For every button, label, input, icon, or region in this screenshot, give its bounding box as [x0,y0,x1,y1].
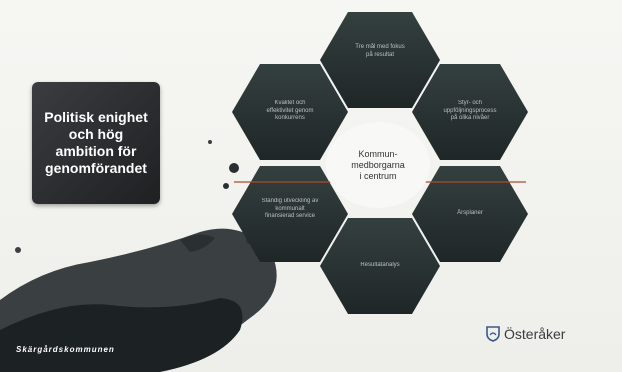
hexagon-upper-left [232,64,348,160]
title-banner-text: Politisk enighet och hög ambition för ge… [44,109,148,176]
logo-text: Österåker [504,326,566,342]
hexagon-label-upper-right: Styr- och uppföljningsprocess på olika n… [443,100,497,121]
hexagon-lower-right [412,166,528,262]
hexagon-lower-left [232,166,348,262]
shield-icon [486,326,500,342]
hexagon-upper-right [412,64,528,160]
center-circle: Kommun- medborgarna i centrum [326,122,430,208]
title-banner: Politisk enighet och hög ambition för ge… [32,82,160,204]
bottom-label: Skärgårdskommunen [16,345,115,354]
hexagon-label-top: Tre mål med fokus på resultat [355,44,405,58]
osteraker-logo: Österåker [486,326,565,342]
hexagon-label-upper-left: Kvalitet och effektivitet genom konkurre… [266,100,314,121]
center-circle-text: Kommun- medborgarna i centrum [351,148,405,181]
hexagon-label-bottom: Resultatanalys [360,262,400,268]
hexagon-top [320,12,440,108]
hexagon-label-lower-left: Ständig utveckling av kommunalt finansie… [261,198,319,219]
hexagon-label-lower-right: Årsplaner [457,210,483,216]
hexagon-bottom [320,218,440,314]
